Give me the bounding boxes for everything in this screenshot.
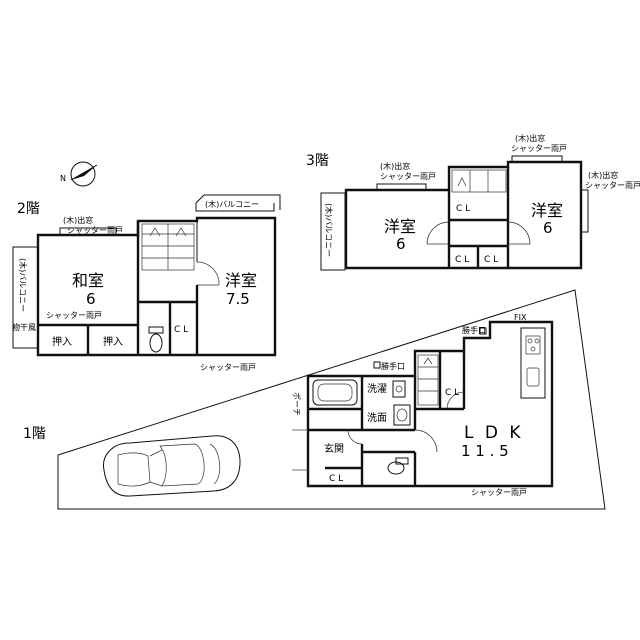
floor3-window-b-note-1: (木)出窓 — [515, 133, 545, 143]
floor1-washroom-label: 洗面 — [367, 412, 387, 424]
bathtub-icon — [312, 379, 358, 406]
floor3-window-a-note-2: シャッター雨戸 — [380, 172, 436, 181]
floor3-window-b-note-2: シャッター雨戸 — [511, 144, 567, 153]
floor2-plan — [12, 194, 281, 357]
floor3-balcony-label: (木)バルコニー — [324, 203, 334, 257]
floor3-window-c-note-1: (木)出窓 — [588, 170, 618, 180]
floor3-window-a-note-1: (木)出窓 — [380, 161, 410, 171]
floor2-window-note-1: (木)出窓 — [63, 215, 93, 225]
floor1-service-door-1: 勝手口 — [381, 361, 405, 371]
compass-label: N — [60, 174, 66, 183]
floor2-closet2-label: 押入 — [103, 335, 123, 348]
floor1-outer-wall — [306, 320, 554, 488]
floor1-cl-stair-label: C L — [445, 388, 459, 398]
floor3-window-c-note-2: シャッター雨戸 — [585, 181, 640, 190]
floor1-porch-label: ポーチ — [292, 392, 301, 416]
floor2-cl-label: C L — [174, 325, 188, 335]
floor1-cl-entry-label: C L — [329, 474, 343, 484]
floor3-cl1-label: C L — [456, 204, 470, 214]
floor2-youshitsu-label: 洋室 — [225, 271, 257, 290]
floor2-stairs — [141, 223, 195, 271]
floor2-left-balcony — [12, 246, 39, 349]
floor3-plan — [320, 155, 589, 271]
floor3-title: 3階 — [306, 153, 329, 169]
north-compass-icon — [70, 161, 98, 187]
floor2-closet1-label: 押入 — [52, 335, 72, 348]
floor2-bottom-shutter-label: シャッター雨戸 — [200, 363, 256, 372]
floor2-window-note-2: シャッター雨戸 — [67, 226, 123, 235]
floor2-top-balcony-label: (木)バルコニー — [205, 199, 259, 209]
floor1-entrance-label: 玄関 — [324, 442, 344, 455]
floor1-fix-label: FIX — [514, 313, 527, 322]
floor1-title: 1階 — [23, 426, 46, 442]
floor2-washitsu-size: 6 — [86, 290, 96, 308]
floor2-left-shutter-label: シャッター雨戸 — [46, 311, 102, 320]
floor1-stairs — [417, 354, 439, 406]
floor3-stairs — [451, 169, 507, 193]
floor2-left-balcony-label: (木)バルコニー — [18, 258, 28, 312]
floor3-balcony — [320, 192, 346, 271]
floor3-room1-size: 6 — [396, 235, 406, 253]
floor2-drying-label: 物干風 — [12, 322, 36, 332]
floor1-laundry-label: 洗濯 — [367, 383, 387, 395]
floor2-title: 2階 — [17, 201, 40, 217]
floor2-bay-window — [59, 227, 117, 235]
floor3-cl2-label: C L — [455, 255, 469, 265]
floor3-room2-size: 6 — [543, 219, 553, 237]
washbasin-icon — [393, 404, 411, 426]
washing-machine-icon — [392, 380, 406, 398]
floor3-cl3-label: C L — [484, 255, 498, 265]
floor1-shutter-label: シャッター雨戸 — [471, 488, 527, 497]
floor3-room2-label: 洋室 — [531, 201, 563, 220]
car-icon — [103, 435, 241, 497]
floor2-toilet-icon — [148, 326, 164, 353]
floor1-toilet-icon — [387, 457, 409, 475]
kitchen-counter — [520, 327, 546, 399]
floor1-service-door-2: 勝手口 — [462, 325, 486, 335]
floor3-outer-wall — [344, 160, 583, 270]
floor3-room1-label: 洋室 — [384, 217, 416, 236]
site-boundary — [57, 289, 606, 510]
floor2-youshitsu-size: 7.5 — [226, 290, 250, 308]
floor1-ldk-label: L D K — [464, 423, 524, 443]
floor1-plan — [57, 289, 606, 510]
floor2-washitsu-label: 和室 — [72, 271, 104, 290]
floor1-ldk-size: 1 1 . 5 — [461, 442, 509, 460]
